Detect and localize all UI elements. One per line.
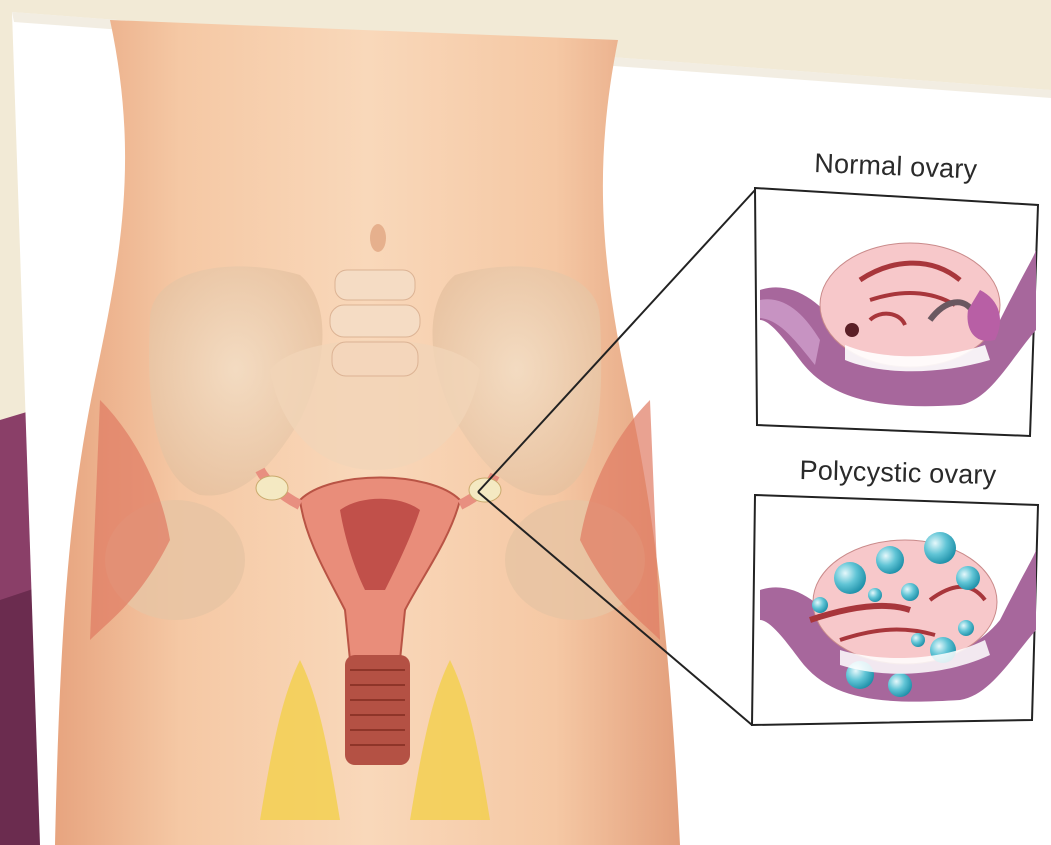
normal-ovary-inset xyxy=(755,188,1038,436)
polycystic-ovary-inset xyxy=(752,495,1038,725)
normal-ovary-label: Normal ovary xyxy=(814,148,978,186)
polycystic-ovary-label: Polycystic ovary xyxy=(799,455,996,491)
